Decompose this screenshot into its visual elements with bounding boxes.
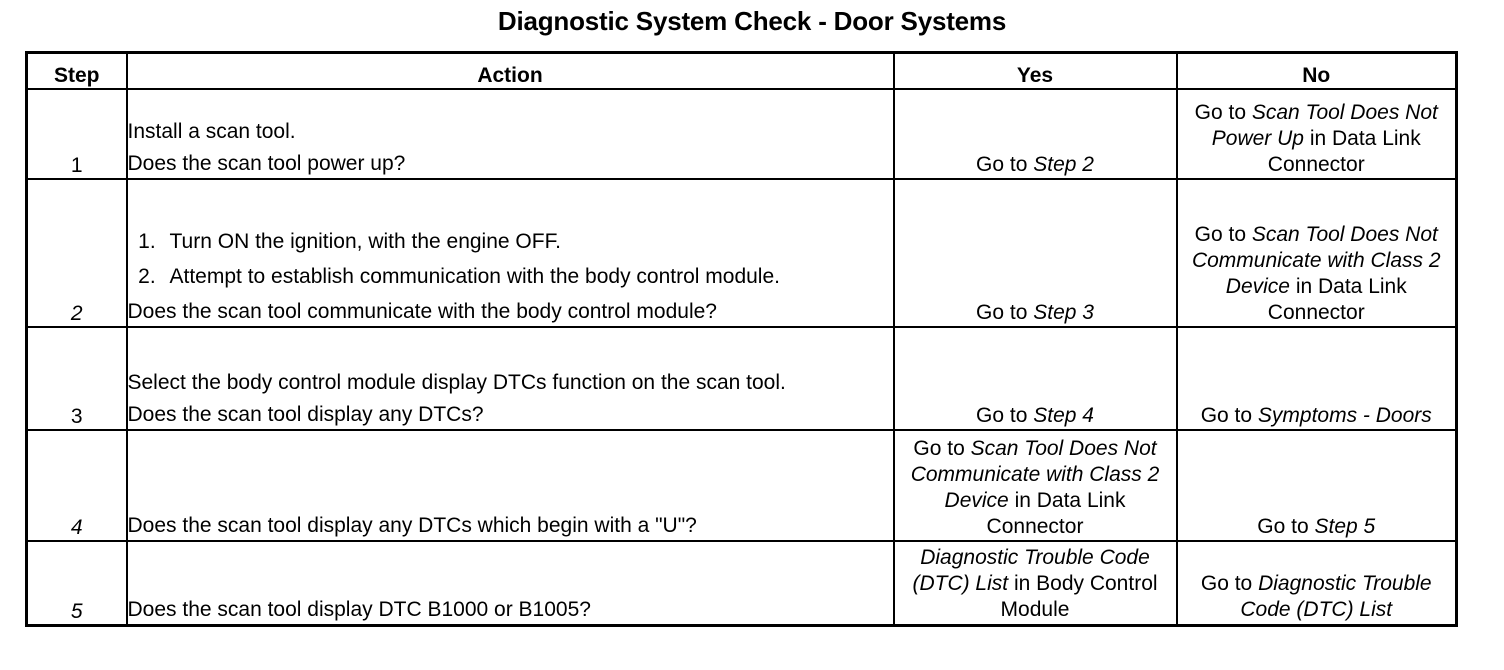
plain-text: Go to	[913, 436, 971, 460]
column-header-no: No	[1175, 51, 1458, 90]
plain-text: Go to	[976, 403, 1034, 427]
step-number-cell: 4	[25, 429, 128, 542]
plain-text: Go to	[1257, 514, 1315, 538]
action-line: Does the scan tool communicate with the …	[127, 300, 718, 324]
action-line: Does the scan tool display any DTCs?	[127, 403, 484, 427]
step-number: 2	[70, 302, 83, 325]
diagnostic-system-check-table: Step Action Yes No 1 Install a scan tool.…	[25, 51, 1458, 627]
action-ordered-list: Turn ON the ignition, with the engine OF…	[128, 229, 893, 289]
plain-text: Go to	[1194, 222, 1252, 246]
step-number: 1	[70, 154, 83, 177]
action-cell: Does the scan tool display any DTCs whic…	[125, 429, 895, 542]
reference-text: Diagnostic Trouble Code (DTC) List	[1240, 572, 1432, 622]
plain-text: Go to	[1200, 572, 1259, 596]
no-branch-cell: Go to Diagnostic Trouble Code (DTC) List	[1175, 540, 1458, 626]
reference-text: Scan Tool Does Not Communicate with Clas…	[910, 436, 1160, 512]
plain-text: Go to	[1200, 403, 1258, 427]
table-header: Step Action Yes No	[25, 51, 1458, 90]
yes-branch-cell: Go to Scan Tool Does Not Communicate wit…	[892, 429, 1178, 542]
action-cell: Select the body control module display D…	[125, 326, 895, 431]
action-list-item: Turn ON the ignition, with the engine OF…	[162, 229, 893, 255]
no-branch-cell: Go to Symptoms - Doors	[1175, 326, 1458, 431]
no-branch-cell: Go to Step 5	[1175, 429, 1458, 542]
reference-text: Step 2	[1033, 152, 1094, 176]
table-body: 1 Install a scan tool. Does the scan tool …	[25, 88, 1458, 626]
yes-branch-cell: Go to Step 2	[892, 88, 1178, 180]
plain-text: in Data Link Connector	[1267, 274, 1407, 324]
plain-text: in Data Link Connector	[986, 488, 1126, 538]
step-number: 3	[70, 405, 83, 428]
reference-text: Step 3	[1033, 300, 1094, 324]
no-branch-cell: Go to Scan Tool Does Not Power Up in Dat…	[1175, 88, 1458, 180]
table-row: 1 Install a scan tool. Does the scan tool …	[25, 88, 1458, 180]
step-number: 5	[70, 599, 83, 623]
step-number-cell: 1	[25, 88, 128, 180]
action-cell: Turn ON the ignition, with the engine OF…	[125, 178, 895, 328]
yes-branch-cell: Go to Step 3	[892, 178, 1178, 328]
plain-text: Go to	[976, 300, 1034, 324]
action-line: Does the scan tool power up?	[127, 152, 406, 176]
diagnostic-table-wrapper: Step Action Yes No 1 Install a scan tool.…	[25, 51, 1458, 627]
action-cell: Install a scan tool. Does the scan tool p…	[125, 88, 895, 180]
step-number-cell: 2	[25, 178, 128, 328]
reference-text: Step 5	[1314, 514, 1376, 538]
column-header-step: Step	[25, 51, 128, 90]
plain-text: Go to	[1194, 100, 1252, 124]
table-row: 2 Turn ON the ignition, with the engine O…	[25, 178, 1458, 328]
action-line: Select the body control module display D…	[127, 370, 786, 394]
action-line: Does the scan tool display DTC B1000 or …	[127, 597, 591, 621]
reference-text: Scan Tool Does Not Communicate with Clas…	[1191, 222, 1441, 298]
reference-text: Scan Tool Does Not Power Up	[1211, 100, 1438, 150]
plain-text: Go to	[976, 152, 1034, 176]
reference-text: Diagnostic Trouble Code (DTC) List	[912, 546, 1150, 596]
action-list-item: Attempt to establish communication with …	[162, 264, 893, 290]
page-title: Diagnostic System Check - Door Systems	[497, 6, 1007, 36]
step-number: 4	[70, 516, 83, 539]
plain-text: in Data Link Connector	[1267, 126, 1421, 176]
table-row: 4 Does the scan tool display any DTCs whi…	[25, 429, 1458, 542]
action-line: Does the scan tool display any DTCs whic…	[127, 514, 697, 538]
reference-text: Symptoms - Doors	[1257, 403, 1432, 427]
no-branch-cell: Go to Scan Tool Does Not Communicate wit…	[1175, 178, 1458, 328]
plain-text: in Body Control Module	[1000, 572, 1158, 622]
reference-text: Step 4	[1033, 403, 1094, 427]
table-header-row: Step Action Yes No	[25, 51, 1458, 90]
action-cell: Does the scan tool display DTC B1000 or …	[125, 540, 895, 626]
step-number-cell: 5	[25, 540, 128, 626]
action-line: Install a scan tool.	[127, 119, 296, 143]
column-header-action: Action	[125, 51, 895, 90]
table-row: 3 Select the body control module display …	[25, 326, 1458, 431]
yes-branch-cell: Diagnostic Trouble Code (DTC) List in Bo…	[892, 540, 1178, 626]
step-number-cell: 3	[25, 326, 128, 431]
table-row: 5 Does the scan tool display DTC B1000 or…	[25, 540, 1458, 626]
yes-branch-cell: Go to Step 4	[892, 326, 1178, 431]
column-header-yes: Yes	[892, 51, 1178, 90]
